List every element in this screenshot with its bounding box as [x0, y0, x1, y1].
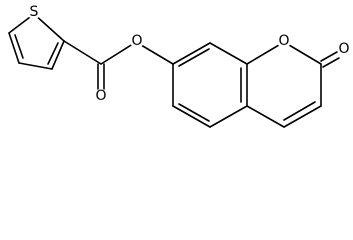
- ester-group: [63, 40, 174, 90]
- sulfur-label: S: [30, 4, 39, 20]
- bond-c4-c5-inner: [14, 34, 24, 59]
- bond-carbonyl-bridge-o: [100, 41, 137, 65]
- atom-o-bridge: O: [130, 33, 144, 49]
- bond-lactone-carbonyl-b: [322, 57, 340, 68]
- bond-c3-c4-lactone: [283, 105, 322, 128]
- bond-c8-c8a: [209, 42, 248, 65]
- atom-o-lactone: O: [337, 41, 351, 57]
- bond-lactone-carbonyl-a: [320, 51, 338, 62]
- structure-diagram: S O O O O: [8, 4, 351, 128]
- ring-oxygen-label: O: [278, 33, 289, 49]
- thiophene-ring: [8, 13, 65, 70]
- bond-c4-c4a: [246, 105, 285, 128]
- bond-c2-c3-inner: [47, 42, 59, 65]
- bond-c5-c6-inner: [178, 103, 210, 122]
- bridge-oxygen-label: O: [131, 33, 142, 49]
- bond-thiophene-carbonyl: [63, 40, 102, 65]
- bond-c3-c4: [18, 62, 53, 70]
- carbonyl-oxygen-label: O: [95, 88, 106, 104]
- atom-o-carbonyl: O: [94, 88, 108, 104]
- atom-o-ring: O: [277, 33, 291, 49]
- bond-c5-c6: [172, 105, 211, 128]
- lactone-oxygen-label: O: [338, 41, 349, 57]
- pyrone-ring: [246, 41, 340, 128]
- bond-c8a-o1: [246, 41, 285, 65]
- benzene-ring: [172, 42, 248, 128]
- bond-c3-c4-lactone-inner: [283, 101, 316, 121]
- bond-o1-c2: [283, 41, 322, 65]
- bond-c7-c8-inner: [178, 48, 210, 67]
- atom-s: S: [27, 4, 41, 20]
- bond-s-c2: [33, 13, 65, 42]
- bond-c7-c8: [172, 42, 211, 65]
- bond-c4a-c5: [209, 105, 248, 128]
- bond-c4-c5: [8, 32, 20, 64]
- bond-c2-c3: [51, 40, 65, 70]
